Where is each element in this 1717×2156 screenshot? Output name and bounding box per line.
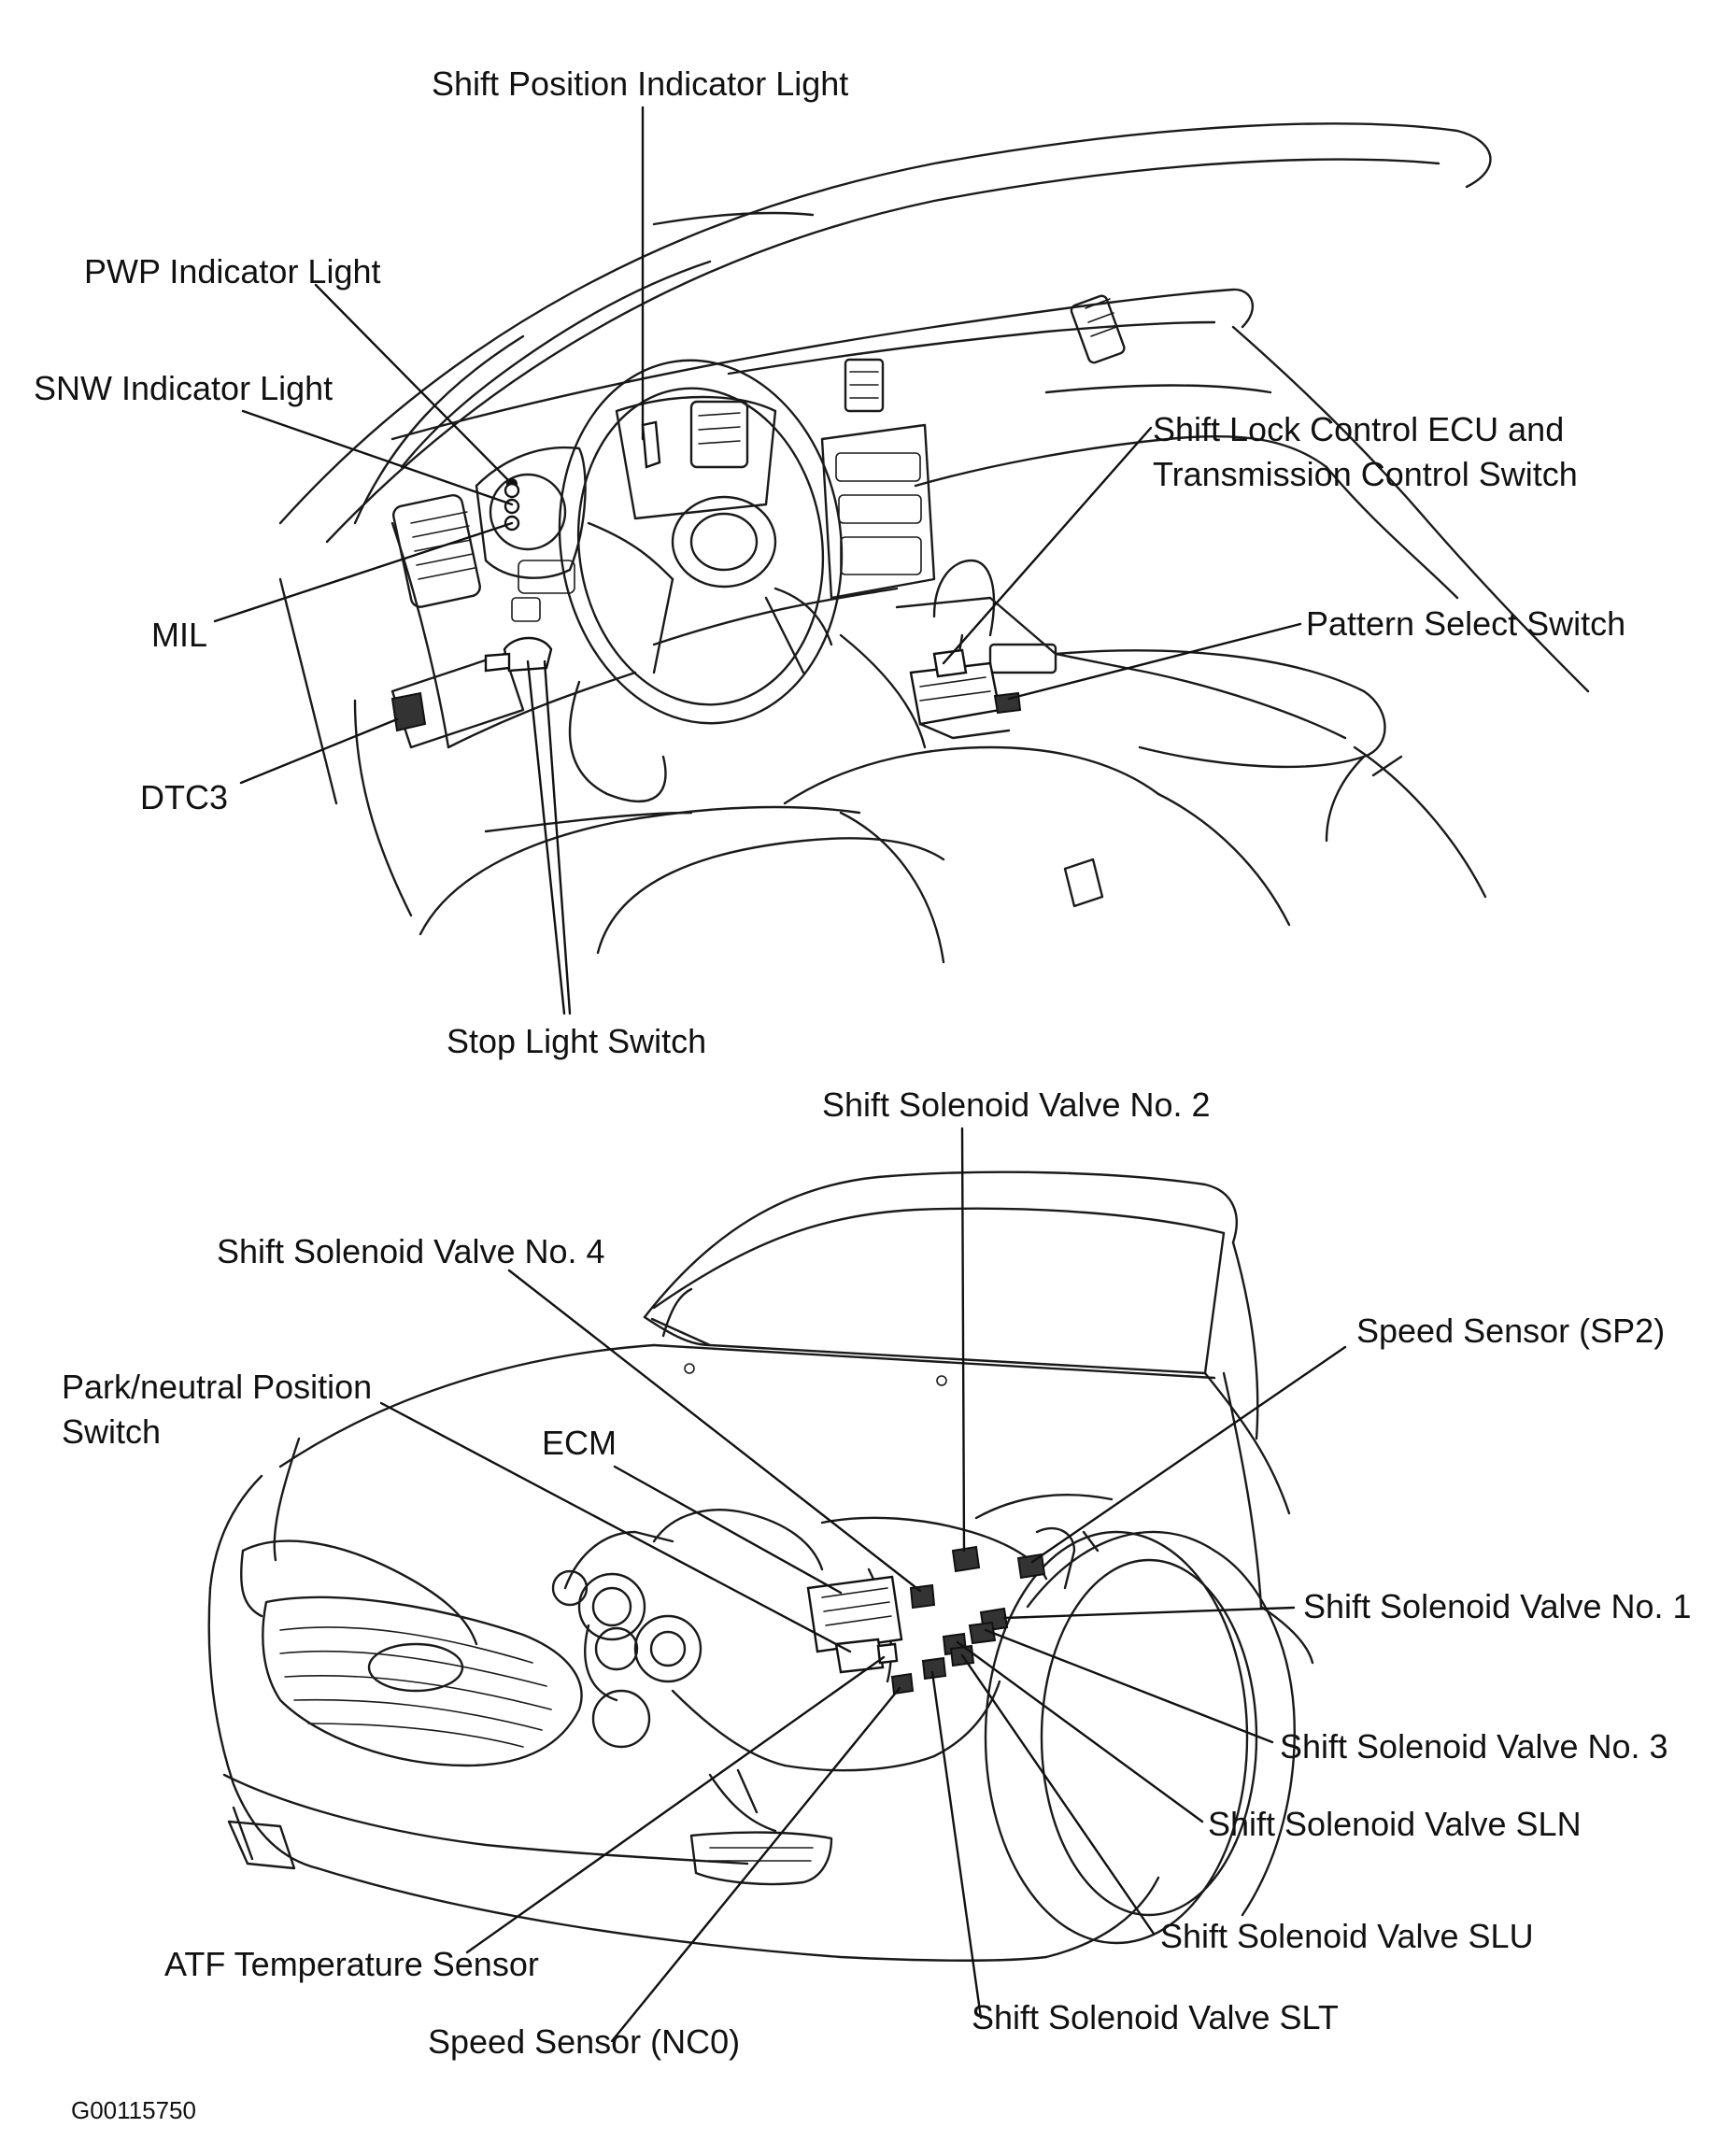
label-shift-solenoid-slt: Shift Solenoid Valve SLT [972,1998,1339,2036]
engine-leader-lines [379,1127,1347,2043]
label-ecm: ECM [542,1424,617,1462]
engine-view: Shift Solenoid Valve No. 2 Shift Solenoi… [62,1085,1692,2061]
leader-shift-solenoid-no4 [507,1269,922,1593]
leader-pwp-indicator [314,283,514,486]
label-shift-solenoid-no2: Shift Solenoid Valve No. 2 [822,1085,1211,1124]
label-atf-temperature-sensor: ATF Temperature Sensor [164,1945,539,1983]
shift-solenoid-no3-part [968,1621,997,1645]
label-park-neutral-position-line2: Switch [62,1412,161,1451]
dtc3-connector [390,691,427,732]
label-shift-lock-ecu-line1: Shift Lock Control ECU and [1153,410,1564,448]
leader-shift-solenoid-no3 [984,1628,1274,1744]
interior-line-drawing [278,122,1590,964]
leader-dtc3 [239,717,399,785]
figure-id: G00115750 [71,2096,196,2124]
interior-components [390,420,1022,740]
label-stop-light-switch: Stop Light Switch [447,1022,706,1060]
engine-labels: Shift Solenoid Valve No. 2 Shift Solenoi… [62,1085,1692,2061]
leader-pattern-select-switch [1007,622,1302,701]
leader-park-neutral-position-switch [379,1401,852,1653]
label-dtc3: DTC3 [140,778,228,816]
leader-snw-indicator [241,409,514,506]
shift-solenoid-no2-part [951,1545,981,1573]
label-park-neutral-position-line1: Park/neutral Position [62,1368,372,1406]
label-speed-sensor-sp2: Speed Sensor (SP2) [1356,1312,1665,1350]
leader-atf-temperature-sensor [465,1655,886,1954]
label-shift-position-indicator-light: Shift Position Indicator Light [432,64,848,103]
shift-solenoid-slt-part [921,1656,947,1681]
label-mil: MIL [151,616,207,654]
label-shift-solenoid-no4: Shift Solenoid Valve No. 4 [217,1232,605,1270]
engine-components [806,1545,1046,1695]
leader-stop-light-switch-a [526,660,566,1015]
interior-view: Shift Position Indicator Light PWP Indic… [34,64,1625,1060]
leader-shift-solenoid-slt [930,1670,983,2020]
leader-shift-solenoid-sln [956,1640,1204,1823]
pwp-indicator-light-part [504,482,520,499]
stop-light-switch-connector [484,652,511,673]
label-speed-sensor-nc0: Speed Sensor (NC0) [428,2022,740,2061]
transmission-control-switch-part [932,648,968,678]
label-snw-indicator-light: SNW Indicator Light [34,369,333,407]
park-neutral-position-switch-part [834,1638,885,1674]
label-pwp-indicator-light: PWP Indicator Light [84,252,381,291]
label-shift-solenoid-slu: Shift Solenoid Valve SLU [1160,1917,1534,1955]
label-shift-lock-ecu-line2: Transmission Control Switch [1153,455,1578,493]
vehicle-line-drawing [207,1170,1314,1962]
label-shift-solenoid-sln: Shift Solenoid Valve SLN [1208,1805,1582,1843]
leader-ecm [613,1465,843,1595]
speed-sensor-nc0-part [890,1672,915,1695]
leader-stop-light-switch-b [543,660,572,1015]
interior-leader-lines [213,106,1302,1015]
shift-position-indicator-light-part [641,420,661,469]
label-shift-solenoid-no1: Shift Solenoid Valve No. 1 [1303,1587,1692,1625]
label-shift-solenoid-no3: Shift Solenoid Valve No. 3 [1280,1727,1668,1766]
leader-shift-solenoid-slu [960,1653,1156,1936]
leader-shift-solenoid-no2 [960,1127,966,1553]
leader-shift-solenoid-no1 [1002,1606,1296,1620]
leader-shift-lock-ecu [942,426,1153,665]
leader-mil [213,521,514,623]
speed-sensor-sp2-part [1016,1553,1046,1580]
leader-speed-sensor-sp2 [1030,1345,1347,1564]
stop-light-switch-part [503,636,553,673]
label-pattern-select-switch: Pattern Select Switch [1306,604,1625,643]
leader-speed-sensor-nc0 [610,1686,901,2043]
interior-labels: Shift Position Indicator Light PWP Indic… [34,64,1625,1060]
shift-solenoid-no4-part [909,1583,936,1610]
